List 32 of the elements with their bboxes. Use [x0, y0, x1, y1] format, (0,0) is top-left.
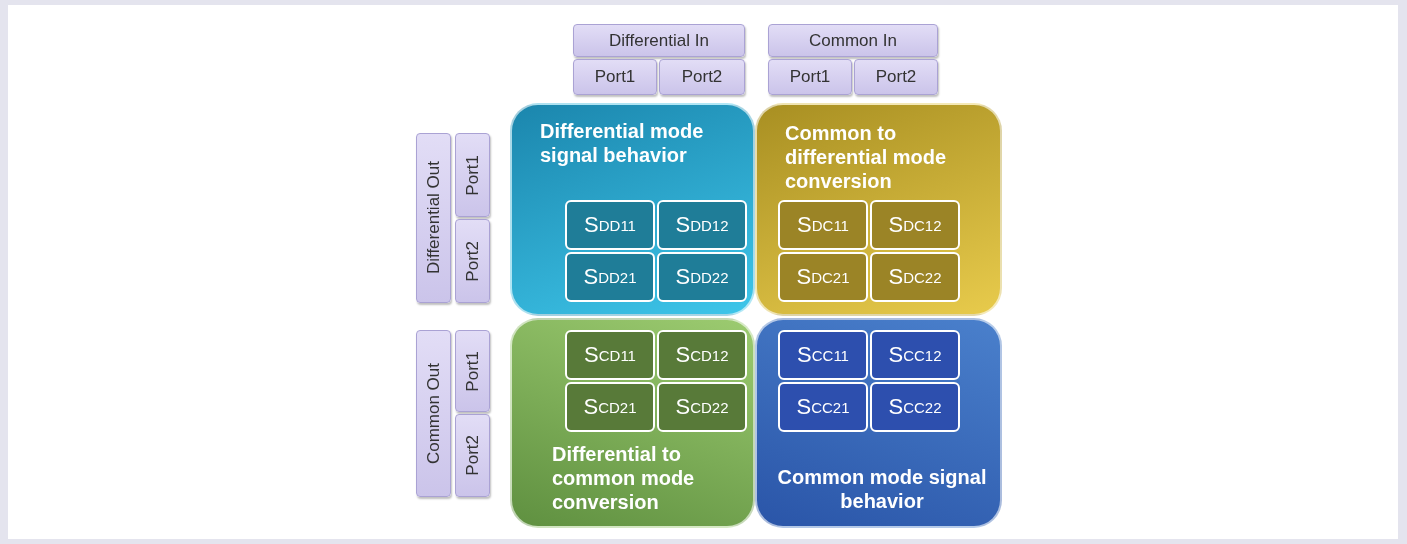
header-box [573, 59, 657, 95]
header-label: Common In [809, 30, 897, 51]
quadrant-title: Common mode signal behavior [777, 465, 987, 513]
header-label: Differential Out [423, 161, 444, 275]
header-label: Port1 [462, 154, 483, 196]
header-box [768, 59, 852, 95]
header-box [416, 330, 451, 497]
header-label: Port1 [594, 67, 636, 87]
quadrant-panel [755, 103, 1002, 316]
header-label: Port2 [462, 435, 483, 476]
quadrant-panel [510, 103, 755, 316]
header-box [455, 133, 490, 217]
header-label: Port2 [681, 67, 723, 87]
header-label: Common Out [423, 362, 444, 465]
header-label: Port1 [789, 67, 831, 87]
quadrant-title: Differential to common mode conversion [552, 442, 696, 514]
quadrant-title: Differential mode signal behavior [540, 119, 705, 167]
header-label: Differential In [609, 30, 709, 51]
header-box [455, 219, 490, 303]
header-box [573, 24, 745, 57]
header-label: Port1 [462, 350, 483, 392]
header-box [455, 414, 490, 497]
quadrant-panel [755, 318, 1002, 528]
header-box [659, 59, 745, 95]
header-box [416, 133, 451, 303]
header-label: Port2 [462, 240, 483, 282]
header-box [768, 24, 938, 57]
quadrant-panel [510, 318, 755, 528]
header-box [455, 330, 490, 412]
header-box [854, 59, 938, 95]
header-label: Port2 [875, 67, 917, 87]
quadrant-title: Common to differential mode conversion [785, 121, 948, 193]
